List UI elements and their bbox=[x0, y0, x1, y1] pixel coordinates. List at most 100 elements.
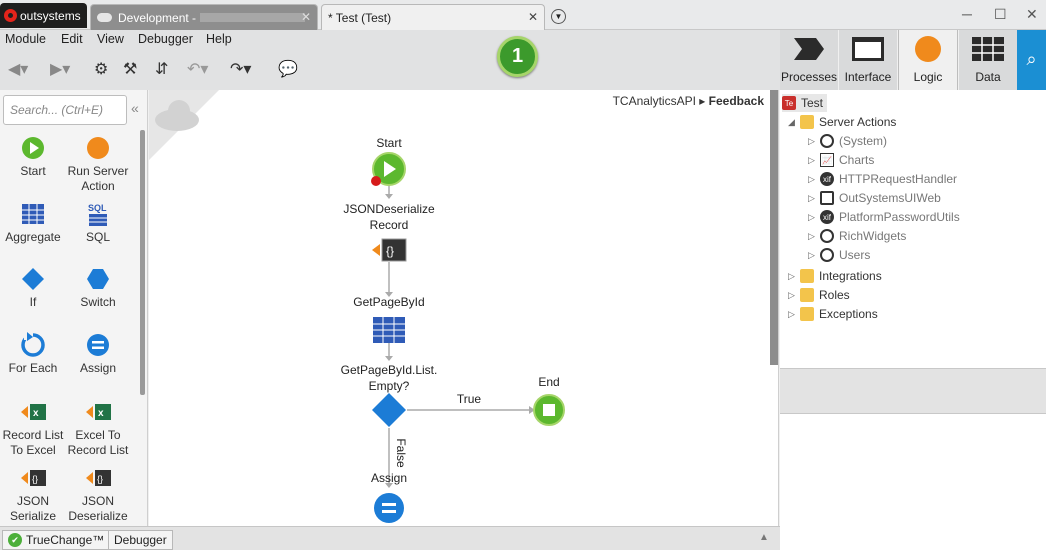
tab-data[interactable]: Data bbox=[959, 30, 1017, 90]
menu-help[interactable]: Help bbox=[206, 32, 232, 46]
breadcrumb-parent[interactable]: TCAnalyticsAPI bbox=[612, 94, 696, 108]
tool-switch[interactable]: Switch bbox=[65, 266, 131, 310]
notification-badge[interactable]: 1 bbox=[497, 36, 538, 77]
expand-icon[interactable]: ▷ bbox=[808, 154, 815, 165]
tool-record-list-to-excel[interactable]: x Record List To Excel bbox=[0, 399, 66, 458]
node-start-label: Start bbox=[376, 136, 402, 150]
json-deserialize-node-icon[interactable]: {} bbox=[371, 238, 409, 264]
tab-list-dropdown-icon[interactable]: ▼ bbox=[551, 9, 566, 24]
tree-item-label: HTTPRequestHandler bbox=[839, 172, 958, 186]
end-node-icon[interactable] bbox=[532, 393, 568, 429]
toolbox-search-input[interactable]: Search... (Ctrl+E) bbox=[3, 95, 127, 125]
toolbox-scrollbar[interactable] bbox=[140, 130, 145, 395]
check-icon: ✔ bbox=[8, 533, 22, 547]
forward-icon[interactable]: ▶▾ bbox=[50, 61, 71, 78]
tree-item-server-actions[interactable]: ◢ Server Actions bbox=[788, 113, 896, 131]
extension-icon: xif bbox=[820, 210, 834, 224]
expand-icon[interactable]: ▷ bbox=[808, 211, 815, 222]
tool-if[interactable]: If bbox=[0, 266, 66, 310]
collapse-icon[interactable]: ◢ bbox=[788, 116, 795, 127]
expand-icon[interactable]: ▷ bbox=[788, 270, 795, 281]
tool-for-each[interactable]: For Each bbox=[0, 332, 66, 376]
tree-item-users[interactable]: ▷ Users bbox=[808, 246, 870, 264]
menu-debugger[interactable]: Debugger bbox=[138, 32, 193, 46]
tree-item-label: RichWidgets bbox=[839, 229, 907, 243]
settings-gear-icon[interactable]: ⚙ bbox=[94, 61, 109, 78]
logic-tree: Te Test ◢ Server Actions ▷ (System) ▷ 📈 … bbox=[780, 90, 1046, 368]
tool-excel-to-record-list[interactable]: x Excel To Record List bbox=[65, 399, 131, 458]
compare-merge-icon[interactable]: ⇵ bbox=[155, 61, 169, 78]
tab-logic[interactable]: Logic bbox=[898, 30, 958, 90]
undo-icon[interactable]: ↶▾ bbox=[187, 61, 209, 78]
collapse-toolbox-icon[interactable]: « bbox=[131, 100, 139, 116]
tab-test[interactable]: * Test (Test) ✕ bbox=[321, 4, 545, 31]
svg-text:{}: {} bbox=[386, 244, 394, 258]
tab-debugger[interactable]: Debugger bbox=[108, 530, 173, 550]
search-icon[interactable]: ⌕ bbox=[1017, 30, 1046, 90]
tab-development[interactable]: Development - ✕ bbox=[90, 4, 318, 30]
interface-icon bbox=[852, 37, 884, 61]
tab-processes-label: Processes bbox=[780, 70, 838, 84]
back-icon[interactable]: ◀▾ bbox=[8, 61, 29, 78]
start-icon bbox=[22, 137, 44, 159]
node-getpagebyid-label: GetPageById bbox=[353, 295, 425, 309]
redo-icon[interactable]: ↷▾ bbox=[230, 61, 252, 78]
assign-node-icon[interactable] bbox=[373, 492, 405, 524]
tree-item-platformpasswordutils[interactable]: ▷ xif PlatformPasswordUtils bbox=[808, 208, 960, 226]
expand-icon[interactable]: ▷ bbox=[788, 308, 795, 319]
tree-item-label: Users bbox=[839, 248, 871, 262]
tool-aggregate[interactable]: Aggregate bbox=[0, 201, 66, 245]
tree-item-roles[interactable]: ▷ Roles bbox=[788, 286, 850, 304]
tab-processes[interactable]: Processes bbox=[780, 30, 838, 90]
tool-json-deserialize[interactable]: {} JSON Deserialize bbox=[65, 465, 131, 524]
tab-test-close-icon[interactable]: ✕ bbox=[527, 10, 538, 24]
tree-item-system[interactable]: ▷ (System) bbox=[808, 132, 887, 150]
tool-excel-to-record-list-label: Excel To Record List bbox=[67, 428, 129, 457]
close-window-icon[interactable]: ✕ bbox=[1026, 6, 1038, 22]
maximize-icon[interactable]: ☐ bbox=[994, 6, 1007, 22]
tool-assign[interactable]: Assign bbox=[65, 332, 131, 376]
tab-interface[interactable]: Interface bbox=[839, 30, 897, 90]
flow-canvas[interactable]: TCAnalyticsAPI ▸ Feedback Start JSONDese… bbox=[149, 90, 779, 526]
tree-item-outsystemsuiweb[interactable]: ▷ OutSystemsUIWeb bbox=[808, 189, 941, 207]
start-node-icon[interactable] bbox=[371, 152, 407, 188]
expand-icon[interactable]: ▷ bbox=[808, 249, 815, 260]
tree-root-label: Test bbox=[801, 96, 824, 110]
menu-module[interactable]: Module bbox=[5, 32, 46, 46]
menu-edit[interactable]: Edit bbox=[61, 32, 83, 46]
tab-data-label: Data bbox=[975, 70, 1001, 84]
tool-sql[interactable]: SQL SQL bbox=[65, 201, 131, 245]
aggregate-node-icon[interactable] bbox=[372, 316, 406, 344]
outsystems-logo[interactable]: outsystems bbox=[0, 3, 87, 28]
tree-item-richwidgets[interactable]: ▷ RichWidgets bbox=[808, 227, 906, 245]
tree-item-exceptions[interactable]: ▷ Exceptions bbox=[788, 305, 878, 323]
expand-icon[interactable]: ▷ bbox=[808, 192, 815, 203]
if-node-icon[interactable] bbox=[371, 392, 407, 428]
expand-icon[interactable]: ▷ bbox=[788, 289, 795, 300]
folder-icon bbox=[800, 269, 814, 283]
expand-icon[interactable]: ▷ bbox=[808, 230, 815, 241]
tab-development-close-icon[interactable]: ✕ bbox=[300, 10, 311, 24]
tree-root[interactable]: Te Test bbox=[782, 94, 828, 112]
toolbar: ◀▾ ▶▾ ⚙ ⚒ ⇵ ↶▾ ↷▾ 💬 bbox=[0, 50, 780, 90]
minimize-icon[interactable]: ─ bbox=[962, 6, 972, 22]
tool-start[interactable]: Start bbox=[0, 135, 66, 179]
expand-icon[interactable]: ▷ bbox=[808, 135, 815, 146]
web-module-icon bbox=[820, 191, 834, 205]
publish-icon[interactable]: ⚒ bbox=[123, 61, 138, 78]
tab-logic-label: Logic bbox=[913, 70, 943, 84]
tool-json-serialize[interactable]: {} JSON Serialize bbox=[0, 465, 66, 524]
tree-item-charts[interactable]: ▷ 📈 Charts bbox=[808, 151, 874, 169]
canvas-scrollbar[interactable] bbox=[770, 90, 778, 365]
tree-item-integrations[interactable]: ▷ Integrations bbox=[788, 267, 882, 285]
flow-edges bbox=[385, 185, 535, 488]
expand-icon[interactable]: ▷ bbox=[808, 173, 815, 184]
tree-item-httprequesthandler[interactable]: ▷ xif HTTPRequestHandler bbox=[808, 170, 957, 188]
tool-if-label: If bbox=[29, 295, 37, 309]
extension-icon: xif bbox=[820, 172, 834, 186]
tab-truechange[interactable]: ✔ TrueChange™ bbox=[2, 530, 111, 550]
comment-icon[interactable]: 💬 bbox=[278, 61, 298, 78]
menu-view[interactable]: View bbox=[97, 32, 124, 46]
expand-panel-icon[interactable]: ▲ bbox=[759, 532, 769, 543]
tool-run-server-action[interactable]: Run Server Action bbox=[65, 135, 131, 194]
